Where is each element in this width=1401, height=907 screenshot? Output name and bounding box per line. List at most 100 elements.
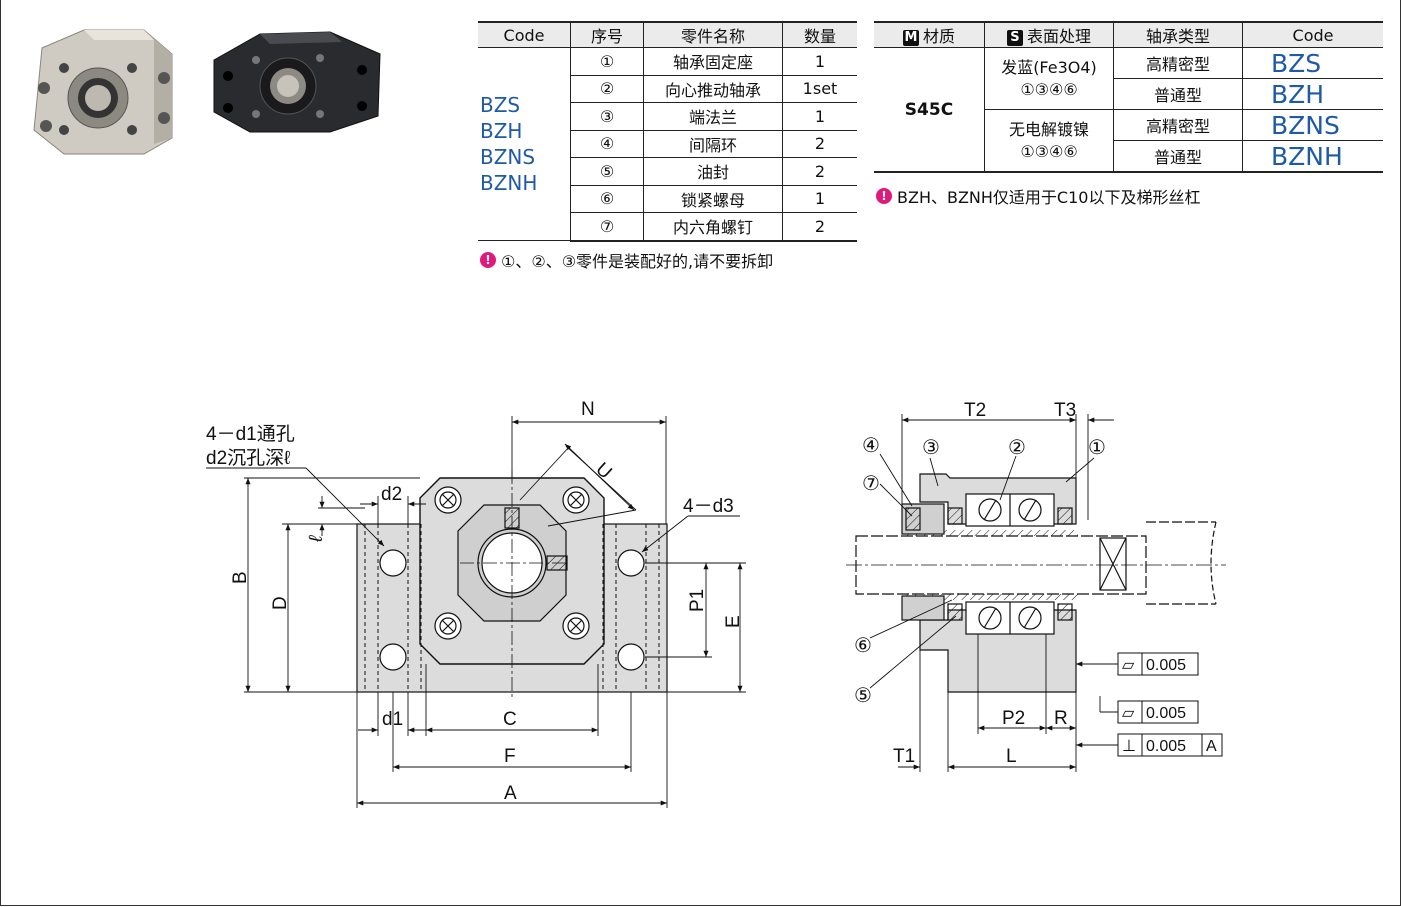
header-qty: 数量	[782, 21, 857, 48]
dim-d3: 4－d3	[683, 496, 734, 517]
material-note: ! BZH、BZNH仅适用于C10以下及梯形丝杠	[876, 184, 1200, 208]
balloon-5: ⑤	[854, 685, 872, 707]
part-name: 油封	[643, 157, 783, 186]
part-no: ⑦	[570, 212, 644, 242]
material-value: S45C	[874, 47, 985, 173]
warning-icon: !	[480, 252, 496, 268]
perpendicularity-icon: ⊥	[1122, 738, 1136, 755]
tolerance-frame-2: ▱ 0.005	[1117, 700, 1199, 724]
part-no: ⑥	[570, 185, 644, 213]
part-name: 端法兰	[643, 102, 783, 131]
balloon-3: ③	[922, 437, 940, 459]
dim-t3: T3	[1054, 400, 1076, 421]
product-photo-silver	[33, 29, 173, 155]
dim-f: F	[504, 746, 516, 767]
part-qty: 1	[782, 47, 857, 76]
surface-badge-icon: S	[1006, 30, 1023, 46]
dim-l: ℓ	[306, 535, 327, 543]
parts-table: Code 序号 零件名称 数量 BZS BZH BZNS BZNH ① 轴承固定…	[478, 21, 857, 242]
dim-d: D	[270, 596, 291, 610]
dim-a: A	[504, 783, 517, 804]
material-badge-icon: M	[902, 30, 919, 46]
part-name: 内六角螺钉	[643, 212, 783, 242]
side-view-dims: T2 T3 P2 R T1 L	[893, 400, 1076, 767]
balloon-6: ⑥	[854, 635, 872, 657]
dim-l-side: L	[1006, 746, 1017, 767]
header-code: Code	[1242, 21, 1383, 48]
part-name: 间隔环	[643, 130, 783, 158]
code-list: BZS BZH BZNS BZNH	[478, 47, 571, 241]
warning-icon: !	[876, 188, 892, 204]
part-qty: 2	[782, 130, 857, 158]
dim-n: N	[581, 399, 595, 420]
part-no: ④	[570, 130, 644, 158]
hole-label-through: 4－d1通孔	[206, 423, 295, 445]
tolerance-value: 0.005	[1146, 657, 1186, 674]
material-note-text: BZH、BZNH仅适用于C10以下及梯形丝杠	[897, 188, 1201, 207]
surface-treatment: 发蓝(Fe3O4) ①③④⑥	[984, 47, 1114, 110]
dim-p1: P1	[687, 589, 708, 612]
header-no: 序号	[570, 21, 644, 48]
dim-c: C	[503, 709, 517, 730]
part-name: 向心推动轴承	[643, 75, 783, 103]
part-qty: 1	[782, 102, 857, 131]
code-value: BZH	[1242, 78, 1383, 110]
balloon-1: ①	[1088, 437, 1106, 459]
dim-r: R	[1054, 708, 1068, 729]
front-view	[206, 416, 746, 808]
dim-t1: T1	[893, 746, 915, 767]
code-value: BZNS	[1242, 109, 1383, 141]
code-item: BZNS	[480, 145, 536, 169]
part-name: 锁紧螺母	[643, 185, 783, 213]
part-qty: 2	[782, 212, 857, 242]
front-view-labels: 4－d1通孔 d2沉孔深ℓ N U 4－d3 d2 ℓ B D P1 E d1 …	[206, 399, 744, 804]
datum-label: A	[1206, 738, 1217, 755]
tolerance-value: 0.005	[1146, 705, 1186, 722]
code-item: BZH	[480, 119, 523, 143]
bearing-type: 高精密型	[1113, 109, 1243, 141]
parts-note-text: ①、②、③零件是装配好的,请不要拆卸	[501, 252, 774, 271]
bearing-type: 高精密型	[1113, 47, 1243, 79]
dim-u: U	[591, 459, 615, 484]
flatness-icon: ▱	[1122, 705, 1135, 722]
part-no: ②	[570, 75, 644, 103]
side-view-balloons: ④ ③ ② ① ⑦ ⑥ ⑤	[854, 435, 1106, 707]
dim-t2: T2	[964, 400, 986, 421]
dim-e: E	[723, 615, 744, 628]
product-photo-black	[213, 31, 381, 133]
code-value: BZS	[1242, 47, 1383, 79]
header-bearing-type: 轴承类型	[1113, 21, 1243, 48]
dim-d1: d1	[382, 709, 403, 730]
hole-label-counterbore: d2沉孔深ℓ	[206, 447, 290, 469]
part-no: ⑤	[570, 157, 644, 186]
side-view	[846, 414, 1226, 772]
tolerance-value: 0.005	[1146, 738, 1186, 755]
tolerance-frame-3: ⊥ 0.005 A	[1117, 733, 1223, 757]
balloon-2: ②	[1008, 437, 1026, 459]
part-qty: 1set	[782, 75, 857, 103]
code-value: BZNH	[1242, 140, 1383, 173]
flatness-icon: ▱	[1122, 657, 1135, 674]
balloon-4: ④	[862, 435, 880, 457]
bearing-type: 普通型	[1113, 140, 1243, 173]
bearing-type: 普通型	[1113, 78, 1243, 110]
dim-b: B	[230, 571, 251, 584]
part-qty: 2	[782, 157, 857, 186]
dim-d2: d2	[381, 484, 402, 505]
part-qty: 1	[782, 185, 857, 213]
dim-p2: P2	[1002, 708, 1025, 729]
header-code: Code	[478, 21, 571, 48]
balloon-7: ⑦	[862, 473, 880, 495]
tolerance-frame-1: ▱ 0.005	[1117, 652, 1199, 676]
part-no: ③	[570, 102, 644, 131]
part-no: ①	[570, 47, 644, 76]
header-part-name: 零件名称	[643, 21, 783, 48]
code-item: BZS	[480, 93, 521, 117]
parts-note: ! ①、②、③零件是装配好的,请不要拆卸	[480, 248, 773, 272]
code-item: BZNH	[480, 171, 538, 195]
surface-treatment: 无电解镀镍 ①③④⑥	[984, 109, 1114, 173]
